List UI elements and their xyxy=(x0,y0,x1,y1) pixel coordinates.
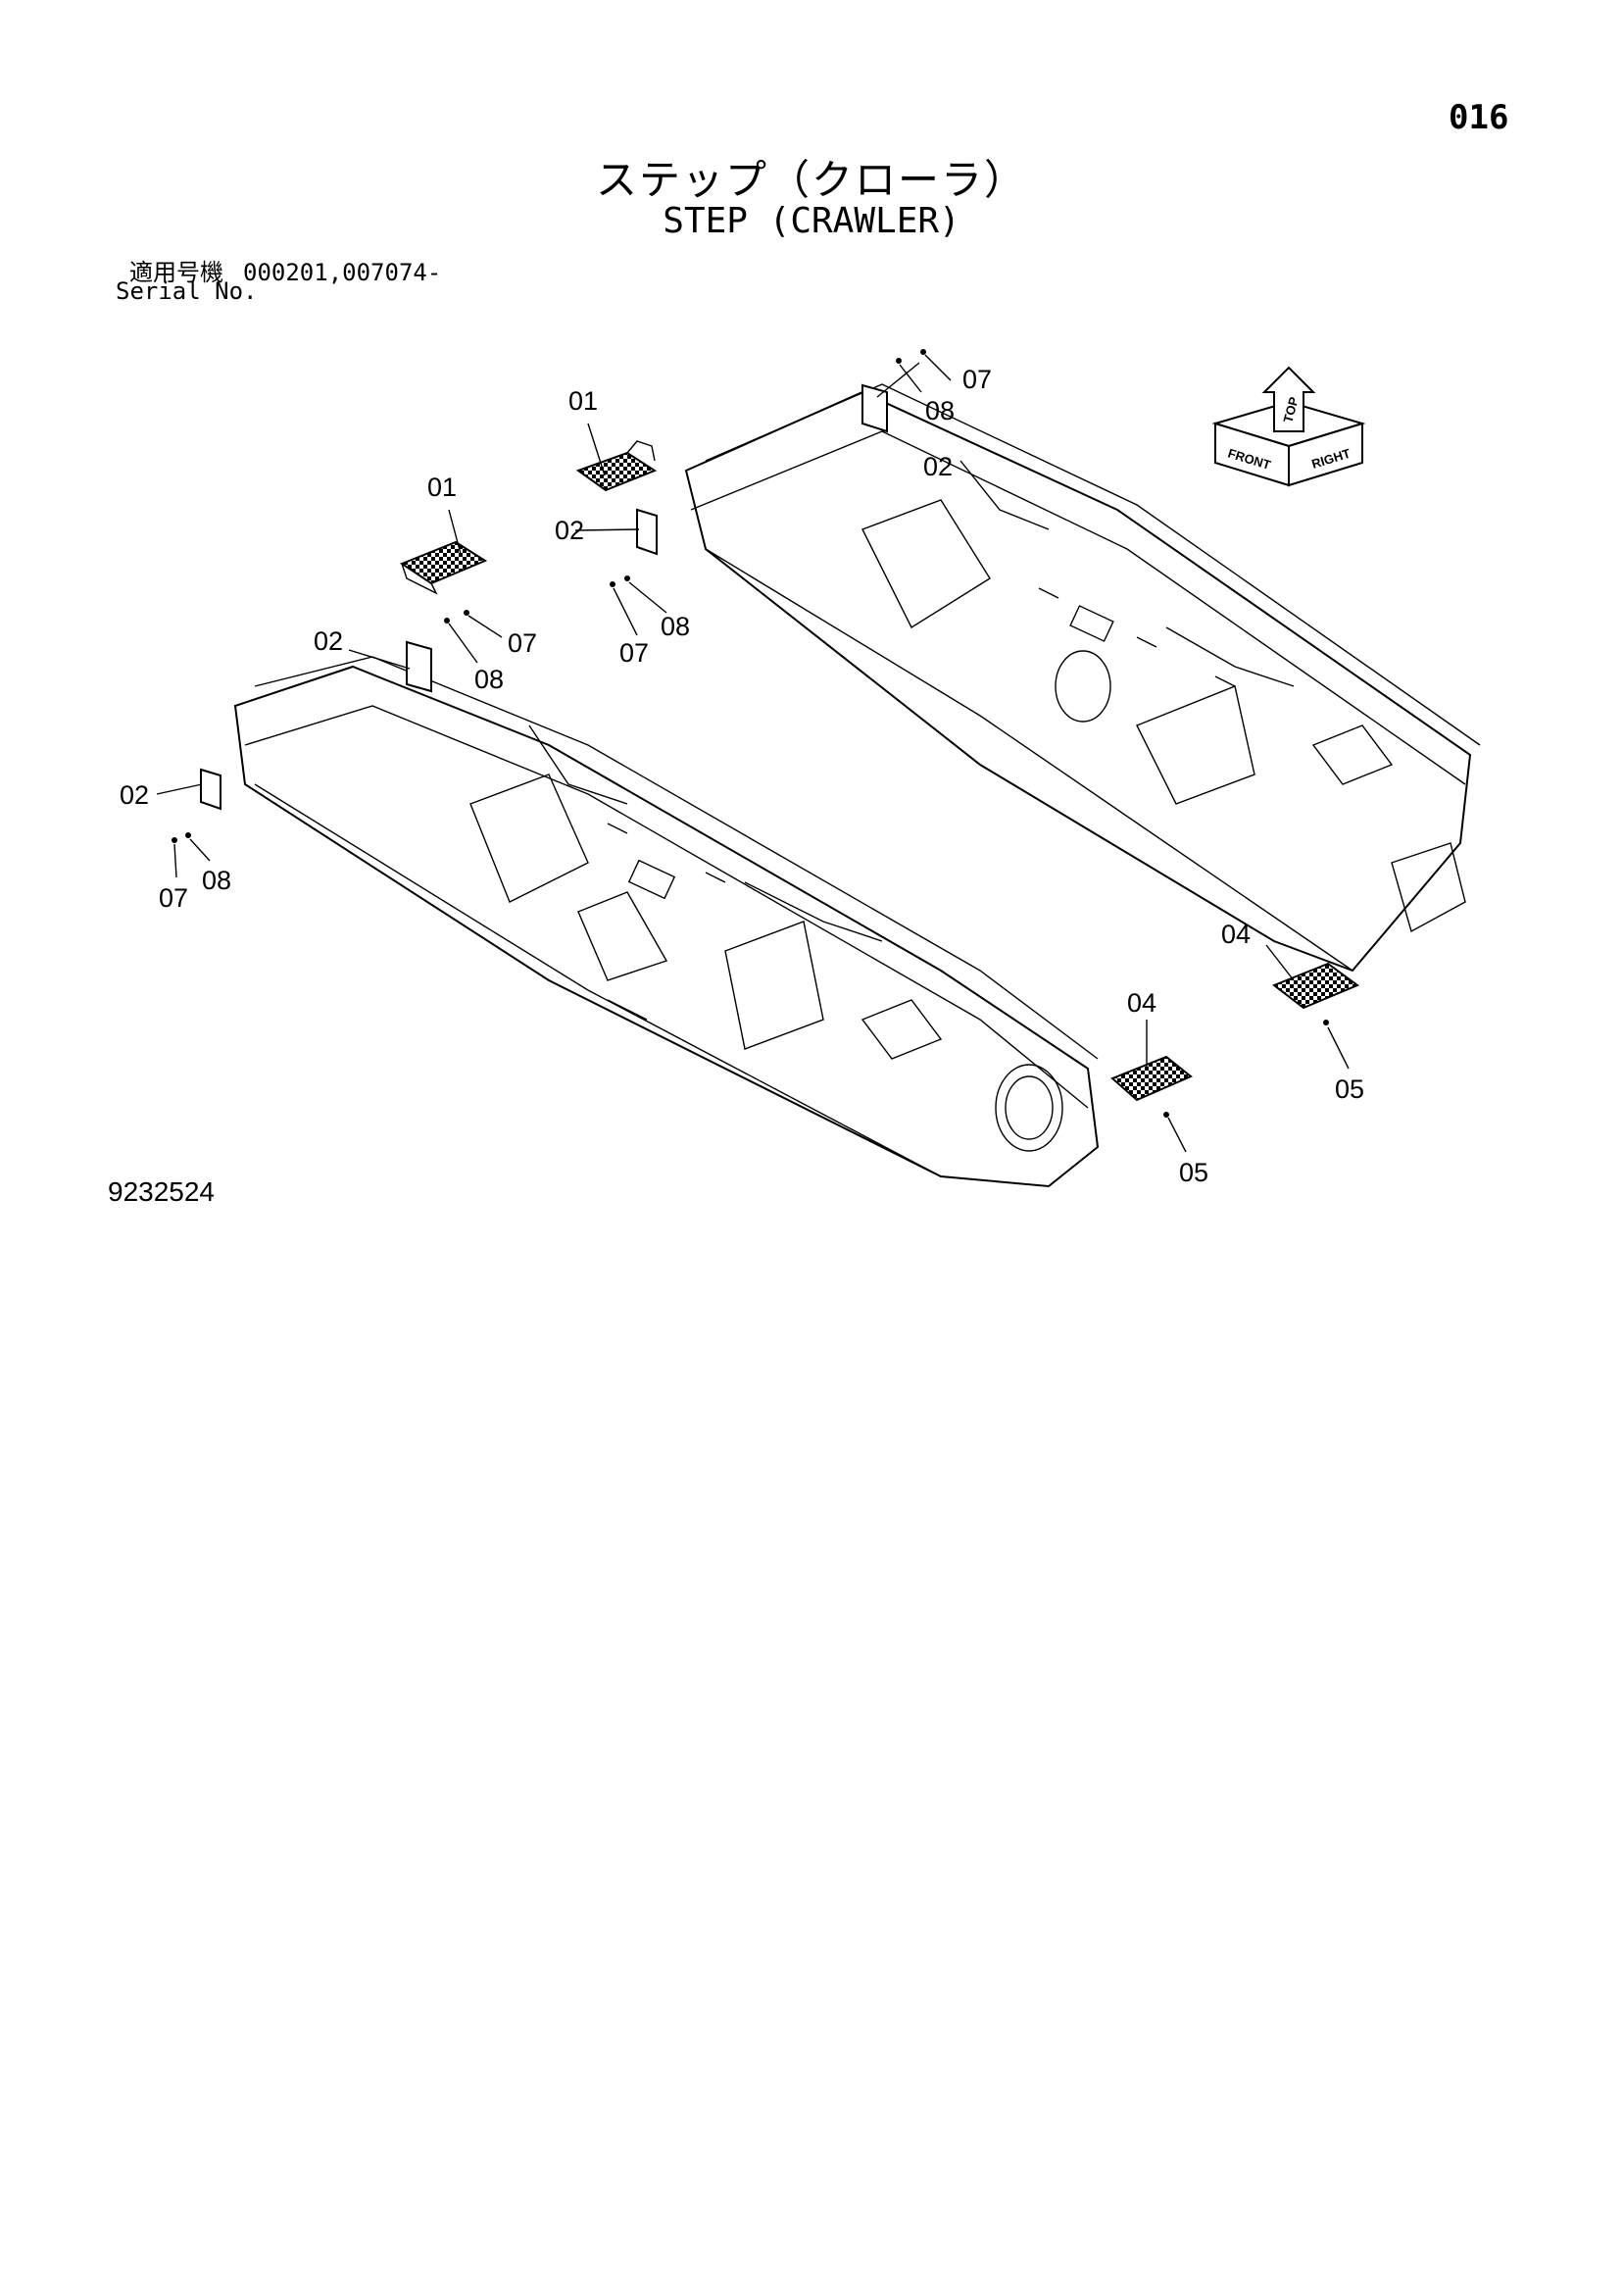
page-title-japanese: ステップ（クローラ） xyxy=(595,156,1027,204)
callout-02: 02 xyxy=(923,452,953,481)
step-plate-04-left xyxy=(1110,1055,1193,1102)
bracket-02-left-low xyxy=(200,768,221,811)
callout-02: 02 xyxy=(120,780,149,810)
callout-07: 07 xyxy=(619,638,649,668)
callout-08: 08 xyxy=(202,866,231,895)
bracket-02-upper-right xyxy=(861,383,888,433)
callout-01: 01 xyxy=(568,386,598,416)
callout-08: 08 xyxy=(474,665,504,694)
orientation-indicator: TOP FRONT RIGHT xyxy=(1211,366,1366,487)
step-plate-01-upper xyxy=(575,451,658,492)
page-title-english: STEP (CRAWLER) xyxy=(663,201,960,241)
serial-label-english: Serial No. xyxy=(116,277,258,305)
callout-05: 05 xyxy=(1179,1158,1208,1187)
serial-values: 000201,007074- xyxy=(243,259,442,286)
callout-08: 08 xyxy=(661,612,690,641)
callout-02: 02 xyxy=(314,626,343,656)
callout-04: 04 xyxy=(1221,920,1251,949)
page-number: 016 xyxy=(1449,98,1509,137)
callout-07: 07 xyxy=(508,628,537,658)
serial-row: 適用号機 000201,007074- xyxy=(129,253,441,287)
crawler-frame-left xyxy=(233,656,1100,1188)
callout-01: 01 xyxy=(427,473,457,502)
callout-04: 04 xyxy=(1127,988,1156,1018)
step-plate-01-left xyxy=(399,540,488,585)
callout-08: 08 xyxy=(925,396,955,425)
fasteners xyxy=(172,349,1329,1118)
serial-label-japanese: 適用号機 xyxy=(129,259,223,286)
callout-07: 07 xyxy=(962,365,992,394)
callout-07: 07 xyxy=(159,883,188,913)
crawler-frame-right xyxy=(684,383,1481,973)
callout-05: 05 xyxy=(1335,1074,1364,1104)
step-plate-04-right xyxy=(1271,962,1360,1010)
bracket-02-upper-mid xyxy=(636,508,658,556)
orientation-top-label: TOP xyxy=(1280,395,1301,424)
drawing-number: 9232524 xyxy=(108,1176,216,1207)
bracket-02-left-high xyxy=(406,640,432,693)
leader-lines xyxy=(156,354,1350,1153)
callout-02: 02 xyxy=(555,516,584,545)
